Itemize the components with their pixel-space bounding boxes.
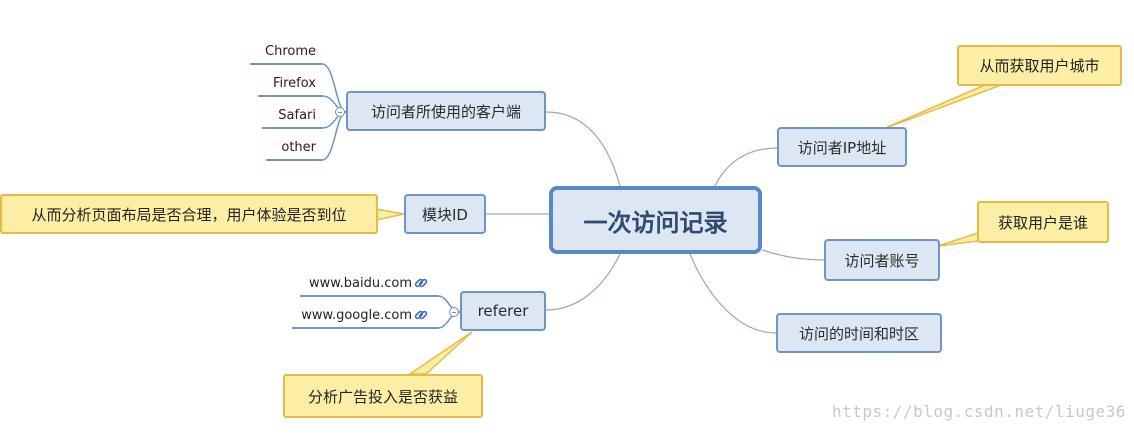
link-icon[interactable] — [413, 307, 429, 323]
leaf-other[interactable]: other — [266, 135, 322, 161]
connector-referer — [545, 253, 621, 311]
callout-module-id[interactable]: 从而分析页面布局是否合理，用户体验是否到位 — [0, 194, 378, 234]
branch-referer[interactable]: referer — [460, 291, 546, 331]
branch-client[interactable]: 访问者所使用的客户端 — [346, 91, 546, 131]
collapse-icon[interactable] — [335, 107, 345, 117]
leaf-firefox[interactable]: Firefox — [258, 71, 322, 97]
connector-leaf-chrome — [321, 63, 347, 113]
branch-module-id[interactable]: 模块ID — [404, 194, 486, 234]
callout-pointer-account — [937, 231, 979, 247]
branch-visitor-account[interactable]: 访问者账号 — [824, 239, 940, 281]
callout-pointer-referer — [407, 331, 473, 375]
connector-leaf-other — [321, 111, 347, 161]
leaf-safari[interactable]: Safari — [262, 103, 322, 129]
callout-pointer-ip — [877, 84, 1002, 132]
connector-ip — [714, 147, 778, 187]
branch-visitor-ip[interactable]: 访问者IP地址 — [777, 127, 907, 167]
branch-visit-time[interactable]: 访问的时间和时区 — [776, 313, 942, 353]
central-topic[interactable]: 一次访问记录 — [549, 186, 762, 254]
watermark: https://blog.csdn.net/liuge36 — [832, 402, 1126, 421]
callout-referer[interactable]: 分析广告投入是否获益 — [283, 374, 483, 418]
callout-visitor-account[interactable]: 获取用户是谁 — [977, 201, 1109, 243]
leaf-google[interactable]: www.google.com — [292, 303, 438, 329]
connector-account — [761, 249, 825, 261]
leaf-chrome[interactable]: Chrome — [250, 39, 322, 65]
collapse-icon[interactable] — [449, 307, 459, 317]
connector-client — [545, 111, 621, 187]
link-icon[interactable] — [413, 275, 429, 291]
leaf-baidu[interactable]: www.baidu.com — [300, 271, 438, 297]
connector-time — [689, 253, 777, 334]
callout-visitor-ip[interactable]: 从而获取用户城市 — [957, 45, 1122, 86]
callout-pointer-module — [375, 208, 405, 221]
